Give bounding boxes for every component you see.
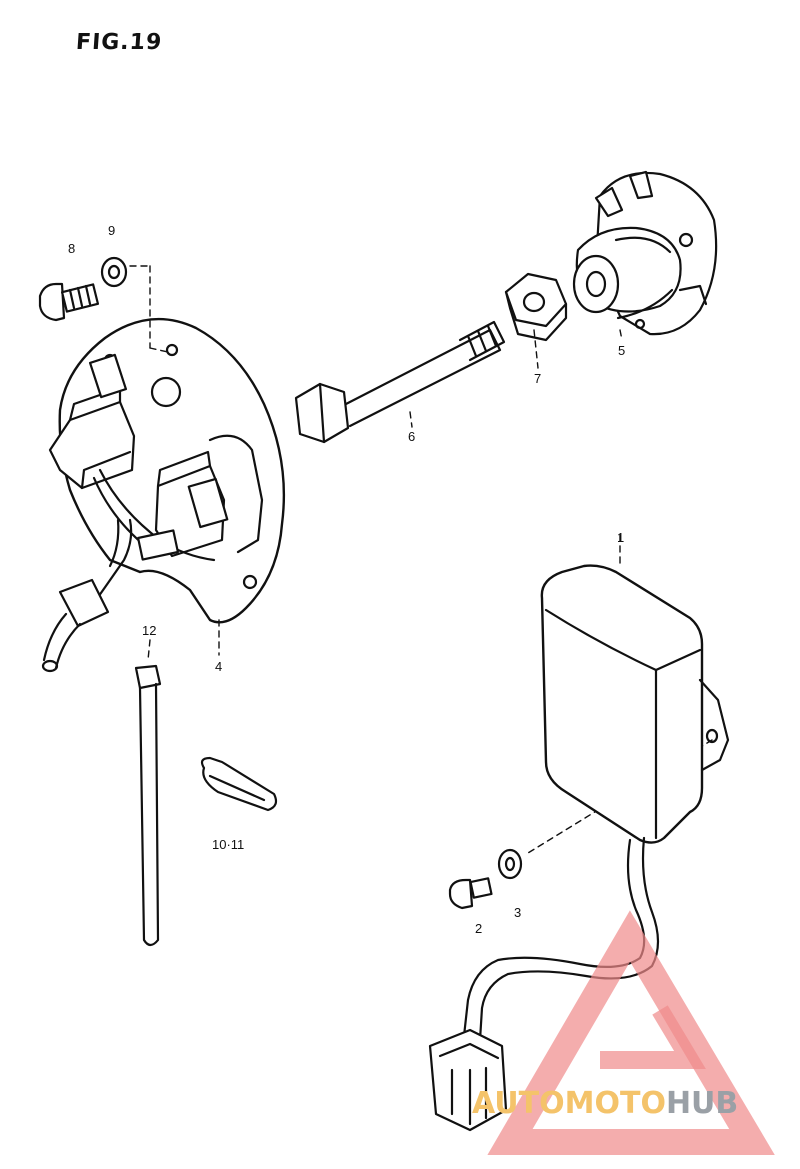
watermark-text: AUTOMOTOHUB <box>472 1086 738 1121</box>
callout-10-11: 10·11 <box>212 837 245 852</box>
nut-7 <box>504 272 568 342</box>
ignitor-unit-1 <box>428 564 730 1132</box>
watermark-text-hub: HUB <box>665 1086 739 1121</box>
watermark-text-automoto: AUTOMOTO <box>472 1086 666 1121</box>
screw-8 <box>38 282 100 322</box>
callout-8: 8 <box>68 241 76 256</box>
callout-7: 7 <box>534 371 542 386</box>
screw-2 <box>448 877 493 910</box>
clamp-10-11 <box>200 756 278 812</box>
watermark-logo <box>487 910 775 1155</box>
callout-3: 3 <box>514 905 522 920</box>
callout-9: 9 <box>108 223 116 238</box>
washer-9 <box>100 256 128 288</box>
callout-5: 5 <box>618 343 626 358</box>
callout-1: 1 <box>617 530 625 545</box>
callout-6: 6 <box>408 429 416 444</box>
callout-2: 2 <box>475 921 483 936</box>
washer-3 <box>497 848 523 880</box>
callout-12: 12 <box>142 623 157 638</box>
callout-4: 4 <box>215 659 223 674</box>
cable-tie-12 <box>134 664 162 947</box>
rotor-5 <box>572 170 718 336</box>
bolt-6 <box>294 320 506 444</box>
stator-plate <box>41 317 286 673</box>
